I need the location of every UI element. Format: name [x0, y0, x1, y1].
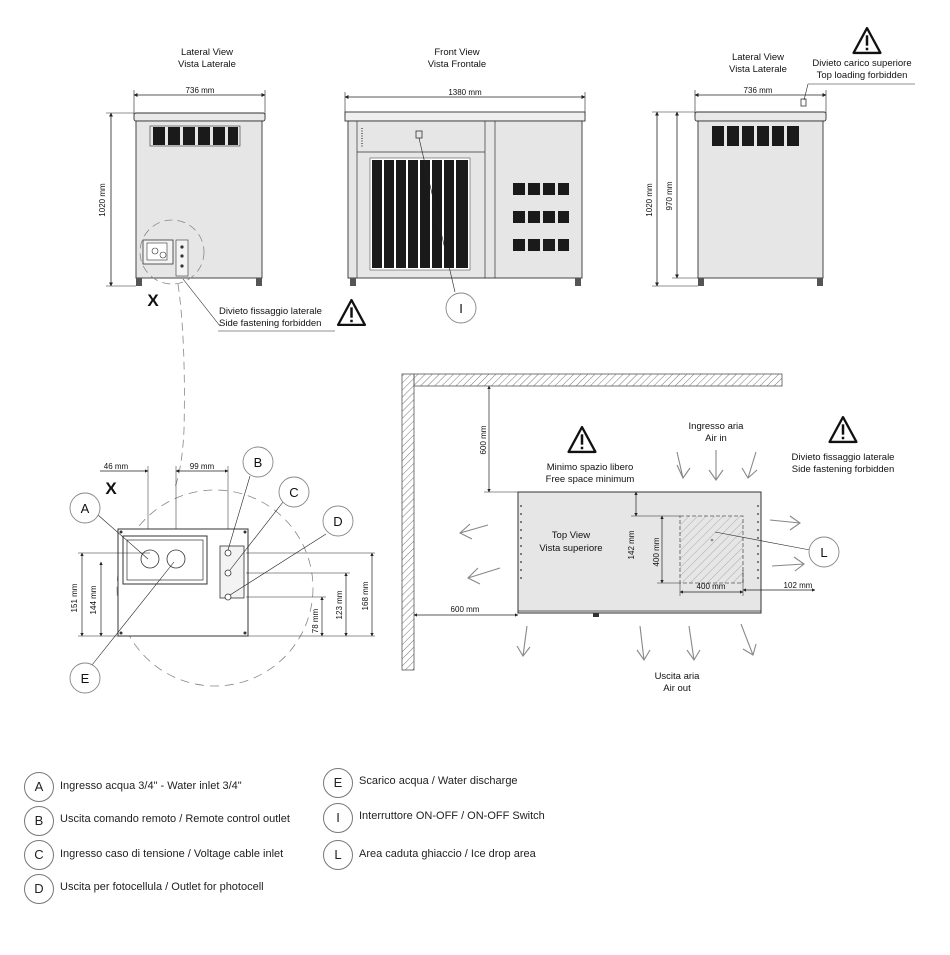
- legend-key-A: A: [24, 772, 54, 802]
- callout-D: D: [333, 514, 342, 529]
- side-fastening-it: Divieto fissaggio laterale: [219, 306, 322, 317]
- front-view-title-it: Vista Frontale: [428, 59, 486, 70]
- warning-triangle-icon: [828, 415, 858, 444]
- front-view-title-en: Front View: [434, 47, 479, 58]
- dim-142: 142 mm: [627, 530, 636, 559]
- callout-C: C: [289, 485, 298, 500]
- side-fastening-en: Side fastening forbidden: [219, 318, 321, 329]
- lateral-view-right-title-en: Lateral View: [732, 52, 784, 63]
- callout-B: B: [254, 455, 263, 470]
- lateral-view-left-title-it: Vista Laterale: [178, 59, 236, 70]
- air-out-en: Air out: [663, 683, 691, 694]
- legend-key-E: E: [323, 768, 353, 798]
- legend-text-E: Scarico acqua / Water discharge: [359, 775, 518, 787]
- min-space-it: Minimo spazio libero: [547, 462, 634, 473]
- top-loading-en: Top loading forbidden: [817, 70, 908, 81]
- legend-key-L: L: [323, 840, 353, 870]
- lateral-view-left: Lateral View Vista Laterale 736 mm 1020 …: [98, 47, 266, 491]
- air-in-en: Air in: [705, 433, 727, 444]
- callout-L: L: [820, 545, 827, 560]
- callout-A: A: [81, 501, 90, 516]
- front-width-label: 1380 mm: [448, 88, 482, 97]
- legend-text-I: Interruttore ON-OFF / ON-OFF Switch: [359, 810, 545, 822]
- dim-144: 144 mm: [89, 585, 98, 614]
- top-loading-it: Divieto carico superiore: [812, 58, 911, 69]
- dim-600-left: 600 mm: [451, 605, 480, 614]
- dim-46: 46 mm: [104, 462, 129, 471]
- min-space-en: Free space minimum: [546, 474, 635, 485]
- legend-text-B: Uscita comando remoto / Remote control o…: [60, 813, 290, 825]
- legend-text-C: Ingresso caso di tensione / Voltage cabl…: [60, 848, 284, 860]
- side-fastening-top-view-it: Divieto fissaggio laterale: [792, 452, 895, 463]
- dim-151: 151 mm: [70, 583, 79, 612]
- dim-78: 78 mm: [311, 608, 320, 633]
- dim-600-top: 600 mm: [479, 425, 488, 454]
- legend-text-D: Uscita per fotocellula / Outlet for phot…: [60, 881, 264, 893]
- connections-detail: X 46 mm 99 mm 151 mm 144 mm: [69, 446, 375, 694]
- lateral-view-left-title-en: Lateral View: [181, 47, 233, 58]
- top-view-title-it: Vista superiore: [539, 543, 602, 554]
- top-loading-warning: Divieto carico superiore Top loading for…: [803, 26, 915, 101]
- legend-key-D: D: [24, 874, 54, 904]
- dim-102: 102 mm: [784, 581, 813, 590]
- side-fastening-warning-top: Divieto fissaggio laterale Side fastenin…: [182, 278, 367, 332]
- air-in-it: Ingresso aria: [689, 421, 745, 432]
- legend-text-L: Area caduta ghiaccio / Ice drop area: [359, 848, 536, 860]
- warning-triangle-icon: [336, 298, 367, 327]
- air-flow-arrows: [459, 450, 805, 662]
- lateral-view-right: Lateral View Vista Laterale 736 mm 1020 …: [645, 52, 827, 287]
- legend-key-C: C: [24, 840, 54, 870]
- lateral-view-right-title-it: Vista Laterale: [729, 64, 787, 75]
- legend-text-A: Ingresso acqua 3/4" - Water inlet 3/4": [60, 780, 242, 792]
- lateral-right-width-label: 736 mm: [744, 86, 773, 95]
- legend-key-B: B: [24, 806, 54, 836]
- top-view-title-en: Top View: [552, 530, 591, 541]
- callout-I: I: [459, 301, 463, 316]
- x-mark-lateral: X: [147, 291, 159, 310]
- lateral-right-height-inner: 970 mm: [665, 181, 674, 210]
- lateral-left-height-label: 1020 mm: [98, 183, 107, 217]
- dim-168: 168 mm: [361, 581, 370, 610]
- callout-E: E: [81, 671, 90, 686]
- x-mark-detail: X: [105, 479, 117, 498]
- legend-key-I: I: [323, 803, 353, 833]
- side-fastening-top-view-en: Side fastening forbidden: [792, 464, 894, 475]
- dim-99: 99 mm: [190, 462, 215, 471]
- air-out-it: Uscita aria: [655, 671, 701, 682]
- lateral-left-width-label: 736 mm: [186, 86, 215, 95]
- dim-400-v: 400 mm: [652, 537, 661, 566]
- dim-400-h: 400 mm: [697, 582, 726, 591]
- warning-triangle-icon: [567, 425, 597, 454]
- warning-triangle-icon: [852, 26, 882, 55]
- front-view: Front View Vista Frontale 1380 mm I: [344, 47, 586, 324]
- top-view-plan: 600 mm 600 mm Top View Vista superiore 1…: [401, 373, 895, 694]
- dim-123: 123 mm: [335, 590, 344, 619]
- lateral-right-height-outer: 1020 mm: [645, 183, 654, 217]
